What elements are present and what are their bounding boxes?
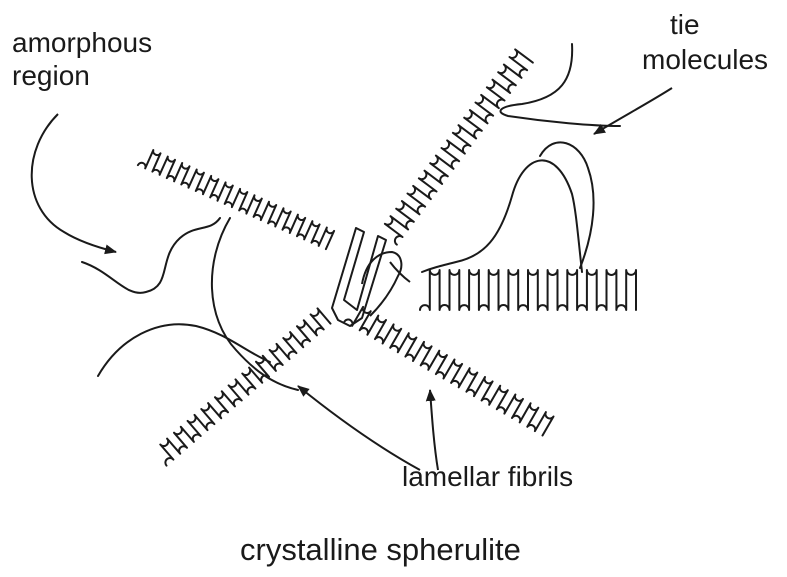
lamella-east	[420, 270, 636, 310]
arrow-lamellar-left	[298, 386, 420, 470]
arrow-lamellar-right	[430, 390, 438, 470]
lamella-southeast	[345, 307, 554, 436]
lamella-northeast	[385, 49, 533, 244]
amorphous-chain-vertical	[212, 218, 298, 390]
label-lamellar-fibrils: lamellar fibrils	[402, 461, 573, 492]
amorphous-chain-lower-left	[98, 324, 270, 376]
arrow-amorphous	[32, 114, 116, 252]
label-amorphous-line2: region	[12, 60, 90, 91]
lamella-northwest	[138, 150, 334, 249]
label-tie-line2: molecules	[642, 44, 768, 75]
diagram-caption: crystalline spherulite	[240, 532, 521, 567]
tie-molecule-right	[422, 160, 582, 272]
label-tie-line1: tie	[670, 9, 700, 40]
arrows	[32, 88, 672, 470]
amorphous-chains	[82, 44, 620, 390]
amorphous-chain-left	[82, 218, 220, 293]
tie-molecule-top	[500, 44, 620, 126]
label-amorphous-line1: amorphous	[12, 27, 152, 58]
lamella-southwest	[160, 308, 330, 465]
arrow-tie-molecules	[594, 88, 672, 134]
